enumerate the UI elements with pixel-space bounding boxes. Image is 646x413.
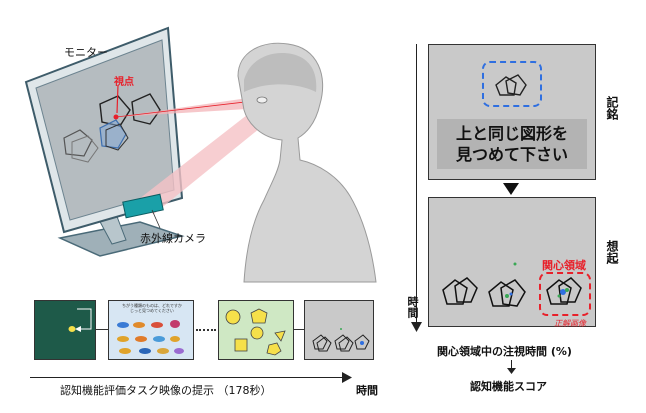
target-pentagon-2 bbox=[505, 74, 527, 96]
thumb-animals bbox=[117, 320, 184, 354]
instruction-line1: 上と同じ図形を bbox=[455, 124, 568, 143]
correct-image-label: 正解画像 bbox=[554, 319, 586, 328]
timeline-thumb-shapes bbox=[218, 300, 294, 360]
instruction-box: 上と同じ図形を 見つめて下さい bbox=[437, 119, 587, 169]
yellow-pentagon bbox=[250, 308, 268, 324]
time-axis-arrowhead bbox=[411, 322, 422, 332]
timeline-connector-3 bbox=[294, 329, 304, 330]
timeline-connector-2 bbox=[196, 329, 216, 331]
camera-label: 赤外線カメラ bbox=[140, 232, 206, 245]
infrared-beam bbox=[130, 108, 270, 214]
eye-tracking-scene bbox=[24, 26, 377, 283]
monitor-label: モニター bbox=[64, 46, 108, 59]
screen-pentagon-2 bbox=[71, 135, 99, 163]
yellow-circle bbox=[225, 309, 241, 325]
person-eye bbox=[256, 96, 268, 104]
memorize-panel: 上と同じ図形を 見つめて下さい bbox=[428, 44, 596, 180]
score-arrowhead bbox=[507, 368, 516, 374]
fixation-dot bbox=[68, 326, 76, 332]
timeline-connector-1 bbox=[96, 329, 108, 330]
yellow-triangle bbox=[274, 330, 286, 342]
memorize-label: 記銘 bbox=[605, 96, 619, 120]
yellow-hexagon bbox=[266, 342, 282, 356]
yellow-circle-2 bbox=[250, 326, 264, 340]
person-silhouette bbox=[237, 42, 377, 283]
target-pentagon-1 bbox=[495, 76, 517, 96]
roi-label: 関心領域 bbox=[542, 259, 586, 272]
time-axis-label: 時間 bbox=[406, 296, 419, 318]
timeline-thumb-pentagons bbox=[304, 300, 374, 360]
fixation-arrow-path bbox=[77, 308, 92, 330]
gaze-beam bbox=[116, 96, 264, 117]
screen-pentagon-3 bbox=[99, 95, 131, 127]
timeline-arrowhead bbox=[342, 372, 352, 383]
timeline-thumb-odd-one-out: ちがう種類のものは、どれですか じっと見つめてください bbox=[108, 300, 194, 360]
metric-label: 関心領域中の注視時間 (%) bbox=[437, 345, 572, 358]
gaze-point-pointer bbox=[116, 84, 119, 114]
target-shape-frame bbox=[482, 61, 542, 107]
timeline-thumb-fixation bbox=[34, 300, 96, 360]
score-label: 認知機能スコア bbox=[470, 380, 547, 393]
timeline-time-label: 時間 bbox=[356, 384, 378, 397]
recall-label: 想起 bbox=[605, 240, 619, 264]
instruction-line2: 見つめて下さい bbox=[455, 145, 568, 164]
time-axis-line bbox=[416, 44, 417, 326]
thumb-question-text: ちがう種類のものは、どれですか じっと見つめてください bbox=[122, 303, 182, 313]
screen-pentagon-1 bbox=[63, 129, 93, 157]
roi-frame bbox=[539, 272, 591, 316]
gaze-point-label: 視点 bbox=[114, 77, 134, 88]
recall-shapes bbox=[442, 262, 582, 307]
score-arrow-line bbox=[511, 360, 512, 370]
phase-arrow bbox=[503, 183, 519, 195]
timeline-axis bbox=[30, 377, 346, 378]
timeline-caption: 認知機能評価タスク映像の提示 （178秒） bbox=[60, 384, 272, 397]
recall-panel bbox=[428, 197, 596, 327]
yellow-square bbox=[234, 338, 248, 352]
person-hair bbox=[244, 53, 317, 92]
screen-pentagon-4 bbox=[131, 93, 161, 125]
